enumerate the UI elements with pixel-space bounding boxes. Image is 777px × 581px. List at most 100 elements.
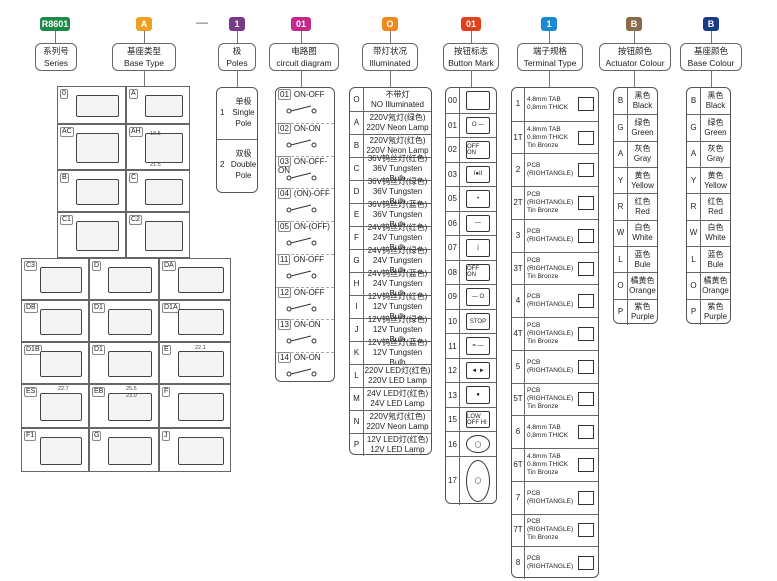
base-type-cell-22[interactable]: J bbox=[159, 428, 231, 472]
base-type-cell-18[interactable]: EB bbox=[89, 384, 159, 428]
base-type-cell-1[interactable]: A bbox=[126, 86, 190, 124]
base-type-cell-6[interactable]: C1 bbox=[57, 212, 126, 258]
base-type-cell-21[interactable]: G bbox=[89, 428, 159, 472]
button-mark-option-06[interactable]: 06— bbox=[446, 210, 496, 236]
button-mark-option-13[interactable]: 13● bbox=[446, 382, 496, 407]
button-mark-option-09[interactable]: 09— O bbox=[446, 284, 496, 309]
base-type-cell-17[interactable]: ES bbox=[21, 384, 89, 428]
base-type-cell-10[interactable]: DA bbox=[159, 258, 231, 300]
base-type-cell-11[interactable]: DB bbox=[21, 300, 89, 342]
button-mark-option-11[interactable]: 11= — bbox=[446, 333, 496, 358]
base-type-cell-4[interactable]: B bbox=[57, 170, 126, 212]
circuit-option-04[interactable]: 04(ON)-OFF bbox=[276, 188, 334, 219]
base-type-cell-0[interactable]: 0 bbox=[57, 86, 126, 124]
base-type-cell-3[interactable]: AH bbox=[126, 124, 190, 170]
button-mark-option-12[interactable]: 12◄ ► bbox=[446, 357, 496, 383]
base-type-cell-15[interactable]: D1 bbox=[89, 342, 159, 384]
base-type-cell-19[interactable]: F bbox=[159, 384, 231, 428]
base-type-cell-7[interactable]: C2 bbox=[126, 212, 190, 258]
button-mark-option-05[interactable]: 05• bbox=[446, 186, 496, 211]
base-type-cell-20[interactable]: F1 bbox=[21, 428, 89, 472]
base-type-cell-2[interactable]: AC bbox=[57, 124, 126, 170]
pole-option-2[interactable]: 2 双极 Double Pole bbox=[220, 149, 257, 180]
base-type-cell-12[interactable]: D1 bbox=[89, 300, 159, 342]
base-type-cell-9[interactable]: D bbox=[89, 258, 159, 300]
illuminated-code: I bbox=[350, 296, 364, 318]
button-mark-option-16[interactable]: 16◯ bbox=[446, 431, 496, 456]
button-mark-option-07[interactable]: 07| bbox=[446, 235, 496, 260]
base-type-cell-14[interactable]: D1B bbox=[21, 342, 89, 384]
base-type-cell-16[interactable]: E bbox=[159, 342, 231, 384]
button-mark-option-00[interactable]: 00 bbox=[446, 88, 496, 113]
pole-option-1[interactable]: 1 单极 Single Pole bbox=[217, 88, 257, 140]
button-mark-option-17[interactable]: 17◯ bbox=[446, 455, 496, 505]
base-type-cell-5[interactable]: C bbox=[126, 170, 190, 212]
base-type-cell-8[interactable]: C3 bbox=[21, 258, 89, 300]
base-type-cell-13[interactable]: D1A bbox=[159, 300, 231, 342]
